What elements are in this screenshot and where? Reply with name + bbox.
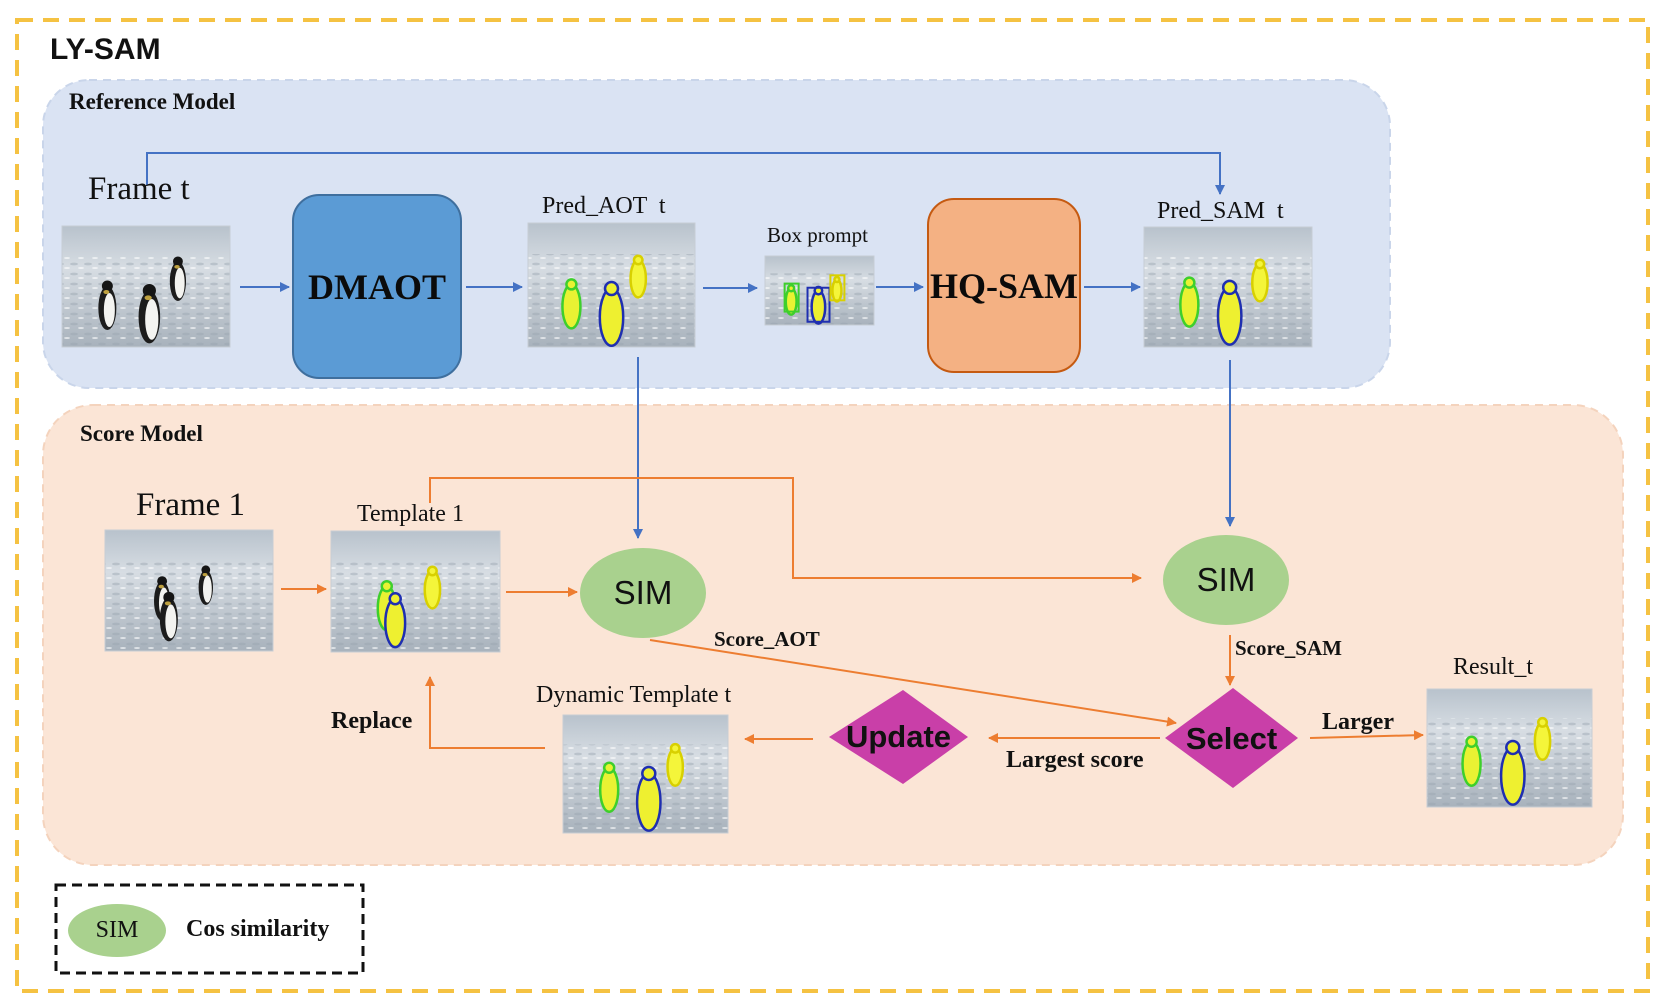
outer-frame bbox=[15, 18, 1650, 993]
pred-sam-image bbox=[1143, 226, 1313, 348]
result-label: Result_t bbox=[1453, 654, 1534, 680]
pred-sam-label: Pred_SAM t bbox=[1157, 198, 1284, 224]
score-model-panel bbox=[42, 404, 1624, 866]
frame-1-label: Frame 1 bbox=[136, 487, 246, 523]
template-1-label: Template 1 bbox=[357, 501, 464, 527]
dmaot-label: DMAOT bbox=[308, 266, 446, 307]
dynamic-template-label: Dynamic Template t bbox=[536, 682, 732, 708]
arrow-select-to-result bbox=[1309, 730, 1424, 741]
update-diamond bbox=[829, 690, 968, 784]
legend-box bbox=[54, 883, 365, 975]
larger-label: Larger bbox=[1322, 709, 1394, 735]
legend-description: Cos similarity bbox=[186, 916, 330, 942]
frame-t-label: Frame t bbox=[88, 171, 190, 207]
box-prompt-label: Box prompt bbox=[767, 223, 868, 247]
result-image bbox=[1426, 688, 1593, 808]
arrow-frame-top-to-predsam bbox=[146, 152, 1225, 195]
largest-score-label: Largest score bbox=[1006, 747, 1144, 773]
score-sam-label: Score_SAM bbox=[1235, 636, 1342, 660]
frame-1-image bbox=[104, 529, 274, 652]
select-diamond bbox=[1165, 688, 1298, 788]
box-prompt-image bbox=[764, 255, 875, 326]
arrow-dynamic-to-template1 bbox=[425, 676, 545, 749]
pred-aot-label: Pred_AOT t bbox=[542, 193, 666, 219]
reference-model-label: Reference Model bbox=[69, 89, 236, 114]
sim-right-node: SIM bbox=[1163, 535, 1289, 625]
arrow-template1-to-sim-right bbox=[429, 477, 1142, 583]
replace-label: Replace bbox=[331, 708, 413, 734]
hqsam-box bbox=[927, 198, 1081, 373]
sim-left-node: SIM bbox=[580, 548, 706, 638]
dmaot-box bbox=[292, 194, 462, 379]
hqsam-label: HQ-SAM bbox=[930, 265, 1078, 306]
select-label: Select bbox=[1185, 721, 1278, 756]
arrow-sim-to-select bbox=[649, 639, 1177, 727]
template-1-image bbox=[330, 530, 501, 653]
update-label: Update bbox=[845, 719, 952, 754]
score-aot-label: Score_AOT bbox=[714, 627, 820, 651]
diagram-title: LY-SAM bbox=[50, 33, 161, 66]
pred-aot-image bbox=[527, 222, 696, 348]
legend-sim-node: SIM bbox=[68, 904, 166, 957]
score-model-label: Score Model bbox=[80, 421, 203, 446]
frame-t-image bbox=[61, 225, 231, 348]
dynamic-template-image bbox=[562, 714, 729, 834]
